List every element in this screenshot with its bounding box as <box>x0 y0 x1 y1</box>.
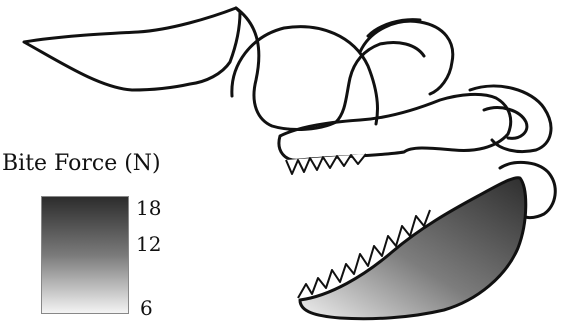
tick-label-low: 6 <box>140 296 153 320</box>
upper-teeth <box>286 154 366 174</box>
postorbital-outline <box>484 108 527 139</box>
skull-outline <box>24 8 240 90</box>
lower-jaw-force-map <box>300 178 526 319</box>
colorbar <box>41 196 129 314</box>
tick-label-mid: 12 <box>136 232 161 256</box>
legend-title: Bite Force (N) <box>2 151 161 176</box>
orbit-outline <box>232 27 378 124</box>
tick-label-high: 18 <box>136 196 161 220</box>
cranium-outline <box>236 8 424 129</box>
